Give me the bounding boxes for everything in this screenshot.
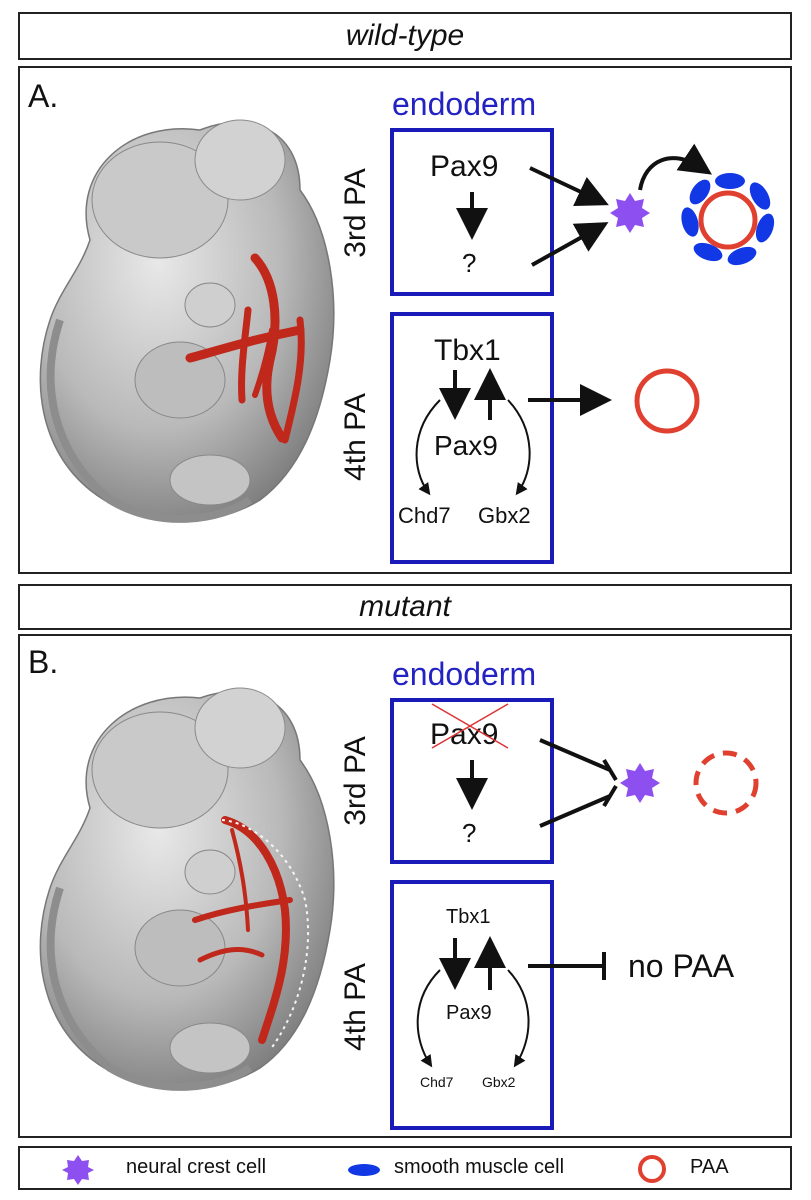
inhibit-unknown-ncc-b [539, 794, 611, 828]
pa4-box-a [390, 312, 554, 564]
pa4-box-b [390, 880, 554, 1130]
cross-line-2 [431, 703, 509, 749]
legend-smooth-muscle-icon [348, 1164, 380, 1176]
legend-paa-label: PAA [690, 1156, 729, 1178]
pa3-box-a [390, 128, 554, 296]
chd7-gene-a: Chd7 [398, 503, 451, 528]
endoderm-label-a: endoderm [392, 86, 537, 122]
arrow-to-gbx2-b [507, 969, 530, 1068]
inhibit-pax9-ncc-b [539, 738, 611, 772]
legend-neural-crest-icon [62, 1155, 94, 1185]
pax9-mid-a: Pax9 [434, 430, 498, 461]
paa-ring-4th-a [634, 368, 700, 434]
arrow-unknown-to-ncc-a [531, 222, 609, 267]
pax9-gene-a: Pax9 [430, 150, 499, 183]
panel-b-label: B. [28, 644, 59, 680]
legend-smooth-muscle-label: smooth muscle cell [394, 1156, 565, 1178]
arrow-to-chd7-b [416, 969, 441, 1068]
legend [18, 1146, 792, 1190]
mutant-title: mutant [359, 590, 451, 623]
unknown-factor-b: ? [462, 818, 477, 848]
arrow-to-chd7-a [415, 399, 441, 496]
smooth-muscle-ring-a [681, 173, 775, 266]
wild-type-title: wild-type [345, 19, 465, 52]
mutant-header: mutant [18, 584, 792, 630]
no-paa-label: no PAA [628, 948, 735, 984]
arrow-ncc-to-sm-a [638, 143, 712, 191]
neural-crest-cell-b [620, 763, 660, 803]
inhibit-bar-1 [602, 758, 618, 782]
paa-ring-dashed-b [693, 750, 759, 816]
embryo-image-a [39, 119, 335, 523]
tbx1-gene-b: Tbx1 [446, 906, 491, 928]
legend-neural-crest-label: neural crest cell [126, 1156, 267, 1178]
pax9-mid-b: Pax9 [446, 1002, 492, 1024]
legend-paa-icon [638, 1155, 666, 1183]
unknown-factor-a: ? [462, 248, 477, 278]
pa3-box-b [390, 698, 554, 864]
inhibit-bar-2 [602, 784, 618, 808]
arrow-pax9-to-ncc-a [529, 166, 609, 206]
gbx2-gene-a: Gbx2 [478, 503, 531, 528]
paa-ring-a [698, 190, 758, 250]
wild-type-header: wild-type [18, 12, 792, 60]
embryo-image-b [39, 687, 335, 1091]
endoderm-label-b: endoderm [392, 656, 537, 692]
tbx1-gene-a: Tbx1 [434, 334, 501, 367]
panel-a-label: A. [28, 78, 59, 114]
gbx2-gene-b: Gbx2 [482, 1074, 516, 1090]
chd7-gene-b: Chd7 [420, 1074, 454, 1090]
arrow-to-gbx2-a [507, 399, 531, 496]
neural-crest-cell-a [610, 193, 650, 233]
